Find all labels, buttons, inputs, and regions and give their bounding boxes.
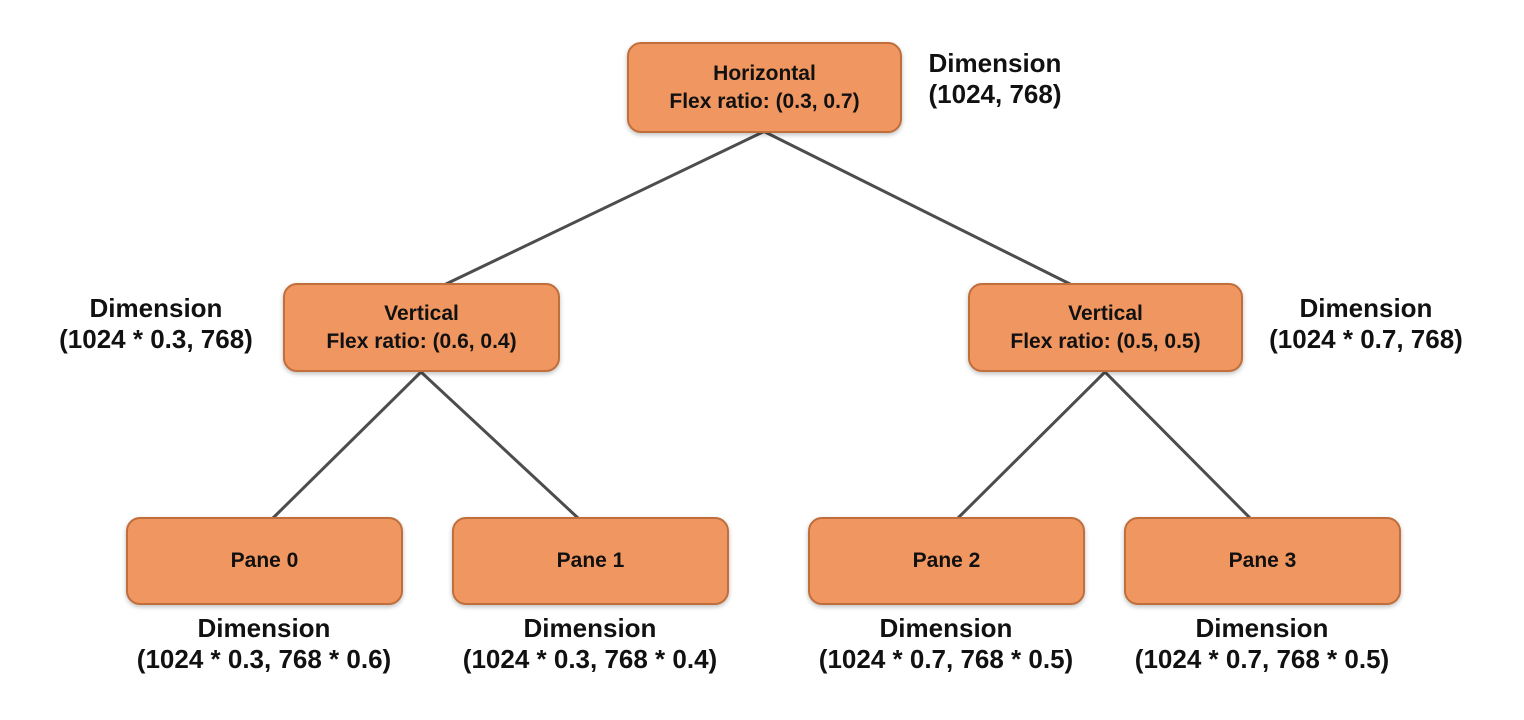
node-left-vertical-split: Vertical Flex ratio: (0.6, 0.4) [283,283,560,372]
dimension-label-pane-3: Dimension (1024 * 0.7, 768 * 0.5) [1092,613,1432,675]
dimension-label-left: Dimension (1024 * 0.3, 768) [0,293,326,355]
node-title: Pane 2 [912,549,981,572]
dimension-label-title: Dimension [1195,613,1329,643]
dimension-label-pane-1: Dimension (1024 * 0.3, 768 * 0.4) [420,613,760,675]
dimension-label-right: Dimension (1024 * 0.7, 768) [1196,293,1524,355]
dimension-label-root: Dimension (1024, 768) [825,48,1165,110]
dimension-label-value: (1024 * 0.7, 768 * 0.5) [818,644,1074,674]
edge-root-right [763,130,1072,286]
node-title: Pane 0 [230,549,299,572]
node-right-vertical-split: Vertical Flex ratio: (0.5, 0.5) [968,283,1243,372]
node-title: Horizontal [713,61,816,85]
node-subtitle: Flex ratio: (0.6, 0.4) [326,329,517,353]
node-pane-0: Pane 0 [126,517,403,605]
dimension-label-value: (1024, 768) [928,79,1062,109]
dimension-label-title: Dimension [928,48,1062,78]
dimension-label-title: Dimension [523,613,657,643]
edge-right-pane3 [1103,370,1252,520]
node-pane-3: Pane 3 [1124,517,1401,605]
node-title: Vertical [1068,301,1143,325]
node-pane-2: Pane 2 [808,517,1085,605]
edge-left-pane1 [419,370,580,520]
dimension-label-pane-2: Dimension (1024 * 0.7, 768 * 0.5) [776,613,1116,675]
dimension-label-value: (1024 * 0.7, 768) [1269,324,1463,354]
node-title: Pane 3 [1228,549,1297,572]
dimension-label-title: Dimension [1299,293,1433,323]
node-root-horizontal-split: Horizontal Flex ratio: (0.3, 0.7) [627,42,902,133]
dimension-label-value: (1024 * 0.3, 768 * 0.6) [136,644,392,674]
dimension-label-title: Dimension [197,613,331,643]
node-subtitle: Flex ratio: (0.5, 0.5) [1010,329,1201,353]
edge-left-pane0 [271,370,423,520]
node-title: Pane 1 [556,549,625,572]
dimension-label-value: (1024 * 0.3, 768 * 0.4) [462,644,718,674]
dimension-label-title: Dimension [879,613,1013,643]
dimension-label-title: Dimension [89,293,223,323]
node-title: Vertical [384,301,459,325]
dimension-label-pane-0: Dimension (1024 * 0.3, 768 * 0.6) [94,613,434,675]
dimension-label-value: (1024 * 0.7, 768 * 0.5) [1134,644,1390,674]
node-pane-1: Pane 1 [452,517,729,605]
edge-root-left [444,130,765,286]
node-subtitle: Flex ratio: (0.3, 0.7) [669,89,860,113]
edge-right-pane2 [956,370,1107,520]
dimension-label-value: (1024 * 0.3, 768) [59,324,253,354]
